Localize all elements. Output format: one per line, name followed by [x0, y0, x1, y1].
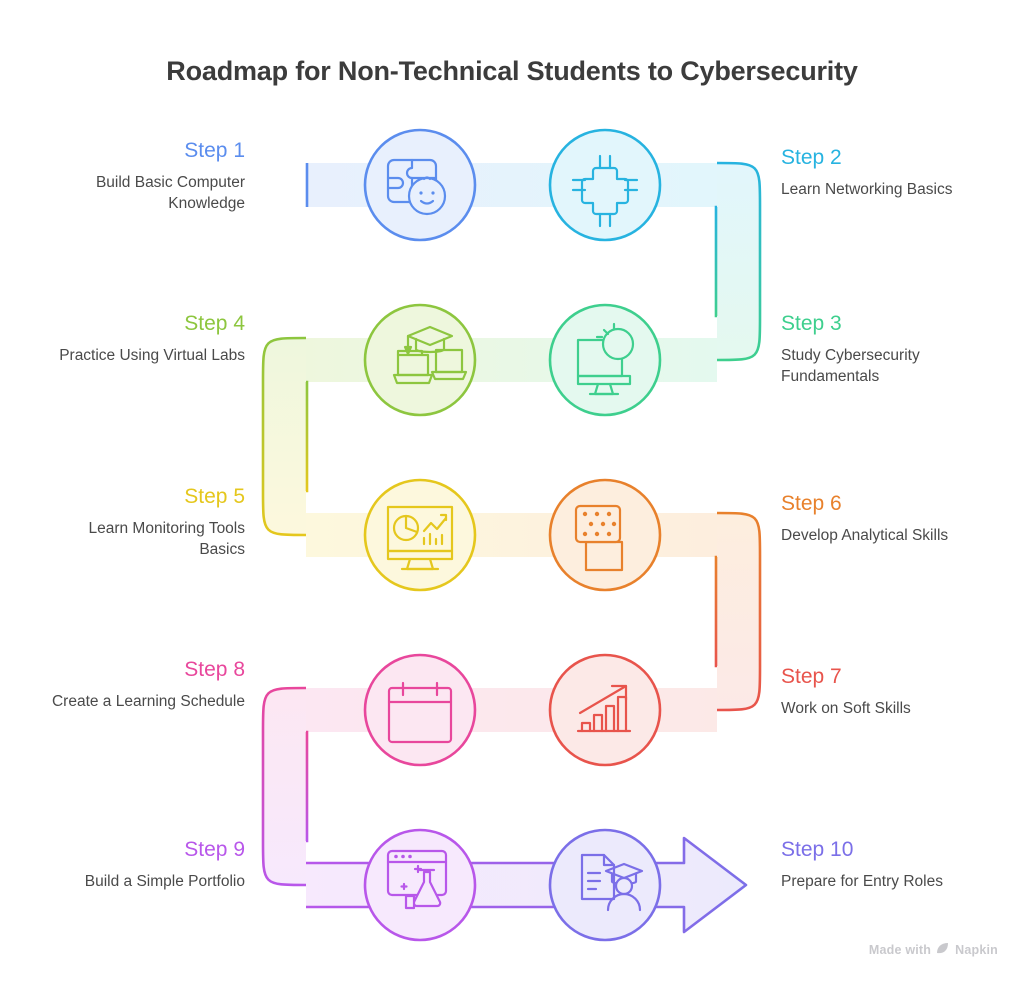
- step-description-1: Build Basic Computer Knowledge: [95, 174, 245, 212]
- step-description-9: Build a Simple Portfolio: [84, 873, 245, 890]
- step-number-8: Step 8: [184, 658, 245, 681]
- step-number-1: Step 1: [184, 139, 245, 162]
- step-description-8: Create a Learning Schedule: [51, 693, 245, 710]
- dashboard-monitor-icon: [386, 505, 454, 571]
- node-step-4[interactable]: [363, 303, 477, 417]
- calendar-icon: [387, 681, 453, 744]
- step-description-3: Study Cybersecurity Fundamentals: [781, 347, 920, 385]
- step-description-2: Learn Networking Basics: [781, 181, 953, 198]
- node-step-2[interactable]: [548, 128, 662, 242]
- step-number-3: Step 3: [781, 312, 842, 335]
- step-number-10: Step 10: [781, 838, 854, 861]
- napkin-logo-icon: [936, 942, 950, 958]
- node-step-10[interactable]: [548, 828, 662, 942]
- puzzle-smiley-icon: [386, 158, 447, 216]
- step-description-10: Prepare for Entry Roles: [781, 873, 943, 890]
- label-step-4: Step 4 Practice Using Virtual Labs: [40, 311, 245, 366]
- browser-flask-icon: [386, 849, 448, 910]
- label-step-2: Step 2 Learn Networking Basics: [781, 145, 996, 200]
- step-number-2: Step 2: [781, 146, 842, 169]
- node-step-5[interactable]: [363, 478, 477, 592]
- roadmap-ribbon: [261, 161, 762, 934]
- node-step-8[interactable]: [363, 653, 477, 767]
- network-chip-icon: [571, 154, 639, 228]
- step-description-6: Develop Analytical Skills: [781, 527, 949, 544]
- growth-bar-chart-icon: [576, 684, 632, 733]
- napkin-watermark: Made with Napkin: [869, 942, 998, 958]
- monitor-alert-icon: [576, 322, 635, 396]
- step-number-7: Step 7: [781, 665, 842, 688]
- label-step-1: Step 1 Build Basic Computer Knowledge: [40, 138, 245, 214]
- step-number-4: Step 4: [184, 312, 245, 335]
- label-step-3: Step 3 Study Cybersecurity Fundamentals: [781, 311, 996, 387]
- label-step-10: Step 10 Prepare for Entry Roles: [781, 837, 996, 892]
- label-step-7: Step 7 Work on Soft Skills: [781, 664, 996, 719]
- step-number-5: Step 5: [184, 485, 245, 508]
- node-step-9[interactable]: [363, 828, 477, 942]
- watermark-made-with-label: Made with: [868, 943, 932, 957]
- label-step-8: Step 8 Create a Learning Schedule: [40, 657, 245, 712]
- graduation-laptops-icon: [392, 325, 468, 385]
- step-description-7: Work on Soft Skills: [781, 700, 911, 717]
- node-step-3[interactable]: [548, 303, 662, 417]
- certificate-graduate-icon: [580, 853, 644, 912]
- step-description-5: Learn Monitoring Tools Basics: [88, 520, 245, 558]
- page-title: Roadmap for Non-Technical Students to Cy…: [166, 56, 858, 86]
- label-step-6: Step 6 Develop Analytical Skills: [781, 491, 996, 546]
- watermark-brand-label: Napkin: [955, 943, 998, 957]
- overlapping-squares-dots-icon: [574, 504, 624, 572]
- label-step-9: Step 9 Build a Simple Portfolio: [40, 837, 245, 892]
- step-number-9: Step 9: [184, 838, 245, 861]
- label-step-5: Step 5 Learn Monitoring Tools Basics: [40, 484, 245, 560]
- step-description-4: Practice Using Virtual Labs: [59, 347, 245, 364]
- step-number-6: Step 6: [781, 492, 842, 515]
